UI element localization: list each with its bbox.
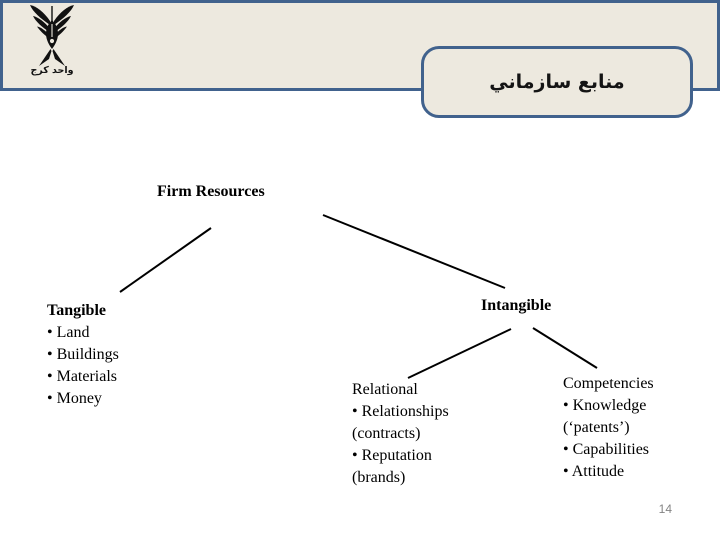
- university-logo-icon: [30, 5, 74, 66]
- relational-list-item: • Reputation: [352, 447, 432, 464]
- competencies-list-item: • Capabilities: [563, 441, 650, 458]
- page-number: 14: [658, 502, 672, 516]
- node-competencies-title: Competencies: [563, 375, 654, 392]
- node-competencies-block: Competencies • Knowledge (‘patents’) • C…: [563, 373, 654, 483]
- tangible-list-item: • Buildings: [47, 346, 119, 363]
- tangible-list-item: • Materials: [47, 368, 118, 385]
- node-intangible-title: Intangible: [481, 297, 552, 314]
- header-bar: [0, 0, 720, 91]
- connector-intangible-to-relational: [407, 328, 512, 379]
- relational-list-item: • Relationships: [352, 403, 449, 420]
- node-relational-title: Relational: [352, 381, 418, 398]
- slide-title: منابع سازماني: [489, 71, 625, 93]
- tangible-list-item: • Money: [47, 390, 102, 407]
- connector-firm-to-intangible: [322, 214, 506, 289]
- node-tangible-block: Tangible • Land • Buildings • Materials …: [47, 300, 119, 410]
- connector-firm-to-tangible: [119, 227, 212, 293]
- tangible-list-item: • Land: [47, 324, 90, 341]
- slide-title-box: منابع سازماني: [421, 46, 693, 118]
- relational-list-item: (brands): [352, 469, 406, 486]
- relational-list-item: (contracts): [352, 425, 421, 442]
- node-relational-block: Relational • Relationships (contracts) •…: [352, 379, 449, 489]
- competencies-list-item: • Attitude: [563, 463, 625, 480]
- competencies-list-item: • Knowledge: [563, 397, 647, 414]
- node-tangible-title: Tangible: [47, 302, 106, 319]
- competencies-list-item: (‘patents’): [563, 419, 630, 436]
- node-firm-resources: Firm Resources: [157, 183, 265, 200]
- connector-intangible-to-competencies: [532, 327, 598, 369]
- logo-caption: واحد كرج: [30, 65, 74, 76]
